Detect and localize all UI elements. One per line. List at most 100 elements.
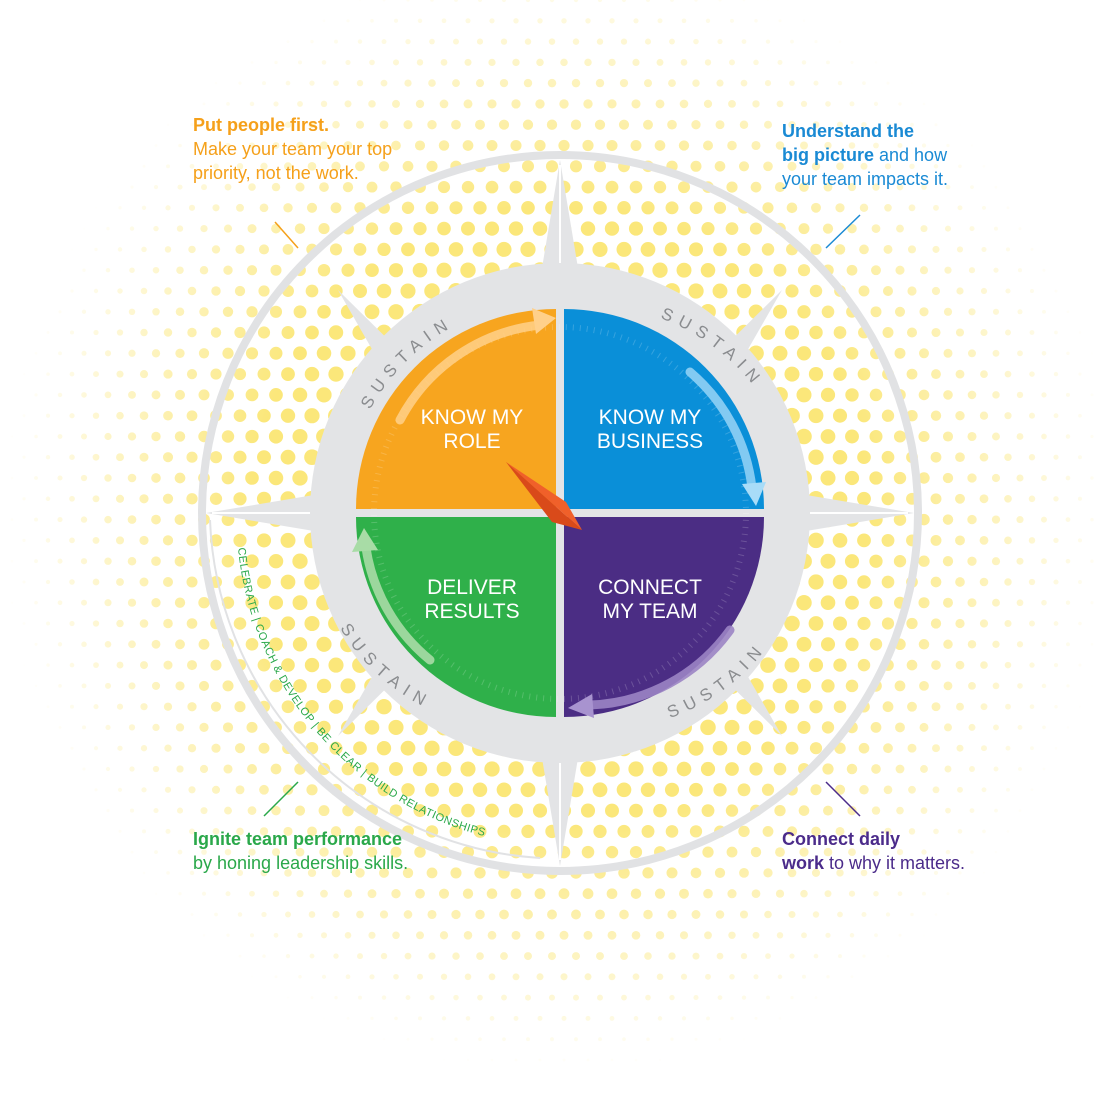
halftone-dot	[283, 826, 293, 836]
halftone-dot	[641, 824, 655, 838]
halftone-dot	[104, 474, 112, 482]
halftone-dot	[980, 328, 988, 337]
halftone-dot	[970, 185, 974, 189]
halftone-dot	[201, 143, 207, 148]
halftone-dot	[405, 995, 411, 1001]
halftone-dot	[550, 1037, 554, 1042]
halftone-dot	[809, 284, 823, 298]
halftone-dot	[766, 0, 770, 2]
halftone-dot	[824, 890, 832, 898]
halftone-dot	[452, 79, 460, 88]
halftone-dot	[140, 703, 148, 711]
halftone-dot	[416, 931, 424, 940]
halftone-dot	[749, 762, 763, 776]
halftone-dot	[991, 473, 1001, 483]
halftone-dot	[45, 538, 51, 543]
halftone-dot	[81, 309, 87, 314]
halftone-dot	[365, 263, 379, 278]
halftone-dot	[214, 81, 218, 85]
halftone-dot	[749, 222, 763, 235]
halftone-dot	[245, 471, 259, 485]
halftone-dot	[163, 369, 173, 379]
halftone-dot	[1066, 351, 1070, 356]
halftone-dot	[223, 224, 233, 233]
halftone-dot	[1004, 453, 1012, 461]
halftone-dot	[956, 246, 964, 253]
halftone-dot	[700, 719, 716, 736]
halftone-dot	[786, 826, 798, 837]
halftone-dot	[869, 638, 883, 651]
halftone-dot	[281, 326, 295, 339]
halftone-dot	[497, 201, 511, 215]
halftone-dot	[882, 327, 894, 338]
halftone-dot	[70, 746, 74, 750]
halftone-dot	[713, 242, 727, 257]
halftone-dot	[474, 867, 486, 879]
halftone-dot	[452, 952, 460, 960]
halftone-dot	[688, 740, 704, 756]
halftone-dot	[210, 327, 222, 338]
halftone-dot	[153, 185, 159, 190]
halftone-dot	[796, 346, 812, 361]
callout-tr-text: and how your team impacts it.	[782, 145, 949, 189]
halftone-dot	[426, 160, 438, 172]
callout-bl-text: by honing leadership skills.	[193, 853, 409, 873]
halftone-dot	[1005, 247, 1011, 252]
halftone-dot	[982, 871, 986, 875]
halftone-dot	[46, 705, 50, 709]
halftone-dot	[715, 910, 725, 919]
halftone-dot	[58, 725, 62, 729]
halftone-dot	[801, 932, 807, 939]
halftone-dot	[292, 595, 308, 611]
halftone-dot	[920, 765, 928, 773]
halftone-dot	[166, 871, 170, 875]
halftone-dot	[151, 556, 161, 567]
halftone-dot	[944, 723, 952, 732]
halftone-dot	[272, 142, 280, 149]
halftone-dot	[640, 782, 656, 798]
halftone-dot	[257, 658, 271, 672]
halftone-dot	[22, 664, 26, 667]
halftone-dot	[57, 517, 63, 523]
halftone-dot	[1090, 684, 1094, 687]
halftone-dot	[379, 910, 389, 919]
halftone-dot	[784, 657, 800, 673]
halftone-dot	[918, 472, 930, 484]
halftone-dot	[246, 306, 258, 318]
halftone-dot	[584, 58, 592, 67]
halftone-dot	[152, 308, 160, 316]
halftone-dot	[810, 784, 822, 796]
halftone-dot	[869, 471, 883, 485]
halftone-dot	[677, 803, 691, 818]
halftone-dot	[234, 326, 246, 339]
halftone-dot	[221, 554, 235, 568]
halftone-dot	[94, 206, 98, 209]
halftone-dot	[593, 200, 607, 215]
halftone-dot	[94, 788, 98, 792]
arrow-bottom	[585, 625, 735, 710]
halftone-dot	[874, 61, 878, 64]
halftone-dot	[284, 121, 292, 128]
halftone-dot	[127, 556, 137, 566]
halftone-dot	[776, 100, 784, 108]
halftone-dot	[857, 616, 871, 631]
halftone-dot	[1006, 787, 1010, 792]
halftone-dot	[382, 1038, 386, 1041]
halftone-dot	[233, 450, 247, 464]
halftone-dot	[848, 848, 856, 856]
halftone-dot	[334, 39, 338, 44]
halftone-dot	[630, 888, 642, 899]
halftone-dot	[736, 741, 752, 756]
halftone-dot	[307, 868, 317, 878]
halftone-dot	[713, 783, 727, 797]
halftone-dot	[178, 102, 182, 105]
halftone-dot	[833, 616, 847, 631]
halftone-dot	[894, 306, 906, 317]
halftone-dot	[1078, 331, 1082, 334]
halftone-dot	[415, 888, 425, 899]
halftone-dot	[681, 18, 687, 24]
halftone-dot	[141, 787, 147, 793]
halftone-dot	[258, 244, 270, 255]
halftone-dot	[318, 805, 330, 817]
halftone-dot	[1090, 601, 1094, 605]
